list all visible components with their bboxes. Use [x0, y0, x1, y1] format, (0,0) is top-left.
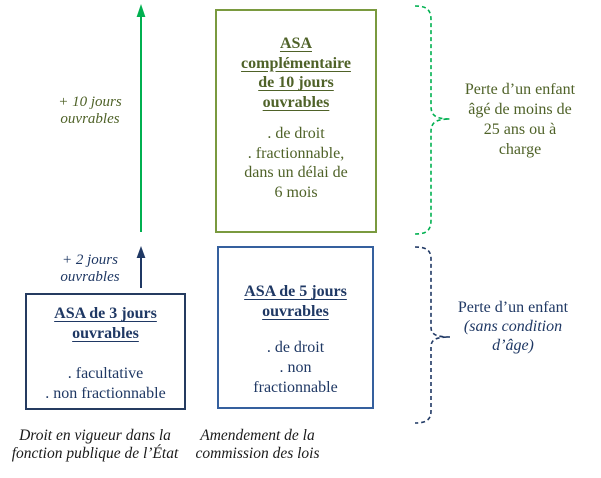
plus-10-days-label: + 10 jours ouvrables	[58, 94, 122, 127]
current-law-caption: Droit en vigueur dans la fonction publiq…	[11, 427, 179, 462]
navy-dashed-brace-icon	[414, 246, 451, 424]
asa-5-days-title: ASA de 5 jours ouvrables	[244, 283, 347, 320]
asa-10-days-box: ASA complémentaire de 10 jours ouvrables…	[215, 9, 377, 233]
plus-2-days-label: + 2 jours ouvrables	[60, 252, 120, 285]
navy-brace-path	[414, 246, 451, 424]
green-brace-path	[414, 5, 451, 235]
loss-child-no-age-title: Perte d’un enfant	[457, 299, 569, 316]
navy-arrow-head	[136, 246, 146, 258]
asa-10-days-details: . de droit . fractionnable, dans un déla…	[244, 125, 348, 201]
navy-up-arrow-icon	[136, 246, 146, 288]
loss-child-no-age-condition: (sans condition d’âge)	[463, 318, 563, 354]
loss-child-under-25-note: Perte d’un enfant âgé de moins de 25 ans…	[464, 81, 576, 158]
asa-3-days-details: . facultative . non fractionnable	[45, 365, 166, 402]
green-arrow-head	[136, 4, 146, 17]
asa-3-days-box: ASA de 3 jours ouvrables . facultative .…	[25, 293, 186, 410]
green-up-arrow-icon	[136, 4, 146, 232]
green-dashed-brace-icon	[414, 5, 451, 235]
loss-child-no-age-note: Perte d’un enfant (sans condition d’âge)	[438, 298, 588, 355]
asa-5-days-box: ASA de 5 jours ouvrables . de droit . no…	[217, 246, 374, 409]
asa-10-days-title: ASA complémentaire de 10 jours ouvrables	[241, 35, 351, 111]
asa-5-days-details: . de droit . non fractionnable	[253, 339, 338, 396]
amendment-caption: Amendement de la commission des lois	[195, 427, 320, 462]
asa-3-days-title: ASA de 3 jours ouvrables	[54, 305, 157, 342]
